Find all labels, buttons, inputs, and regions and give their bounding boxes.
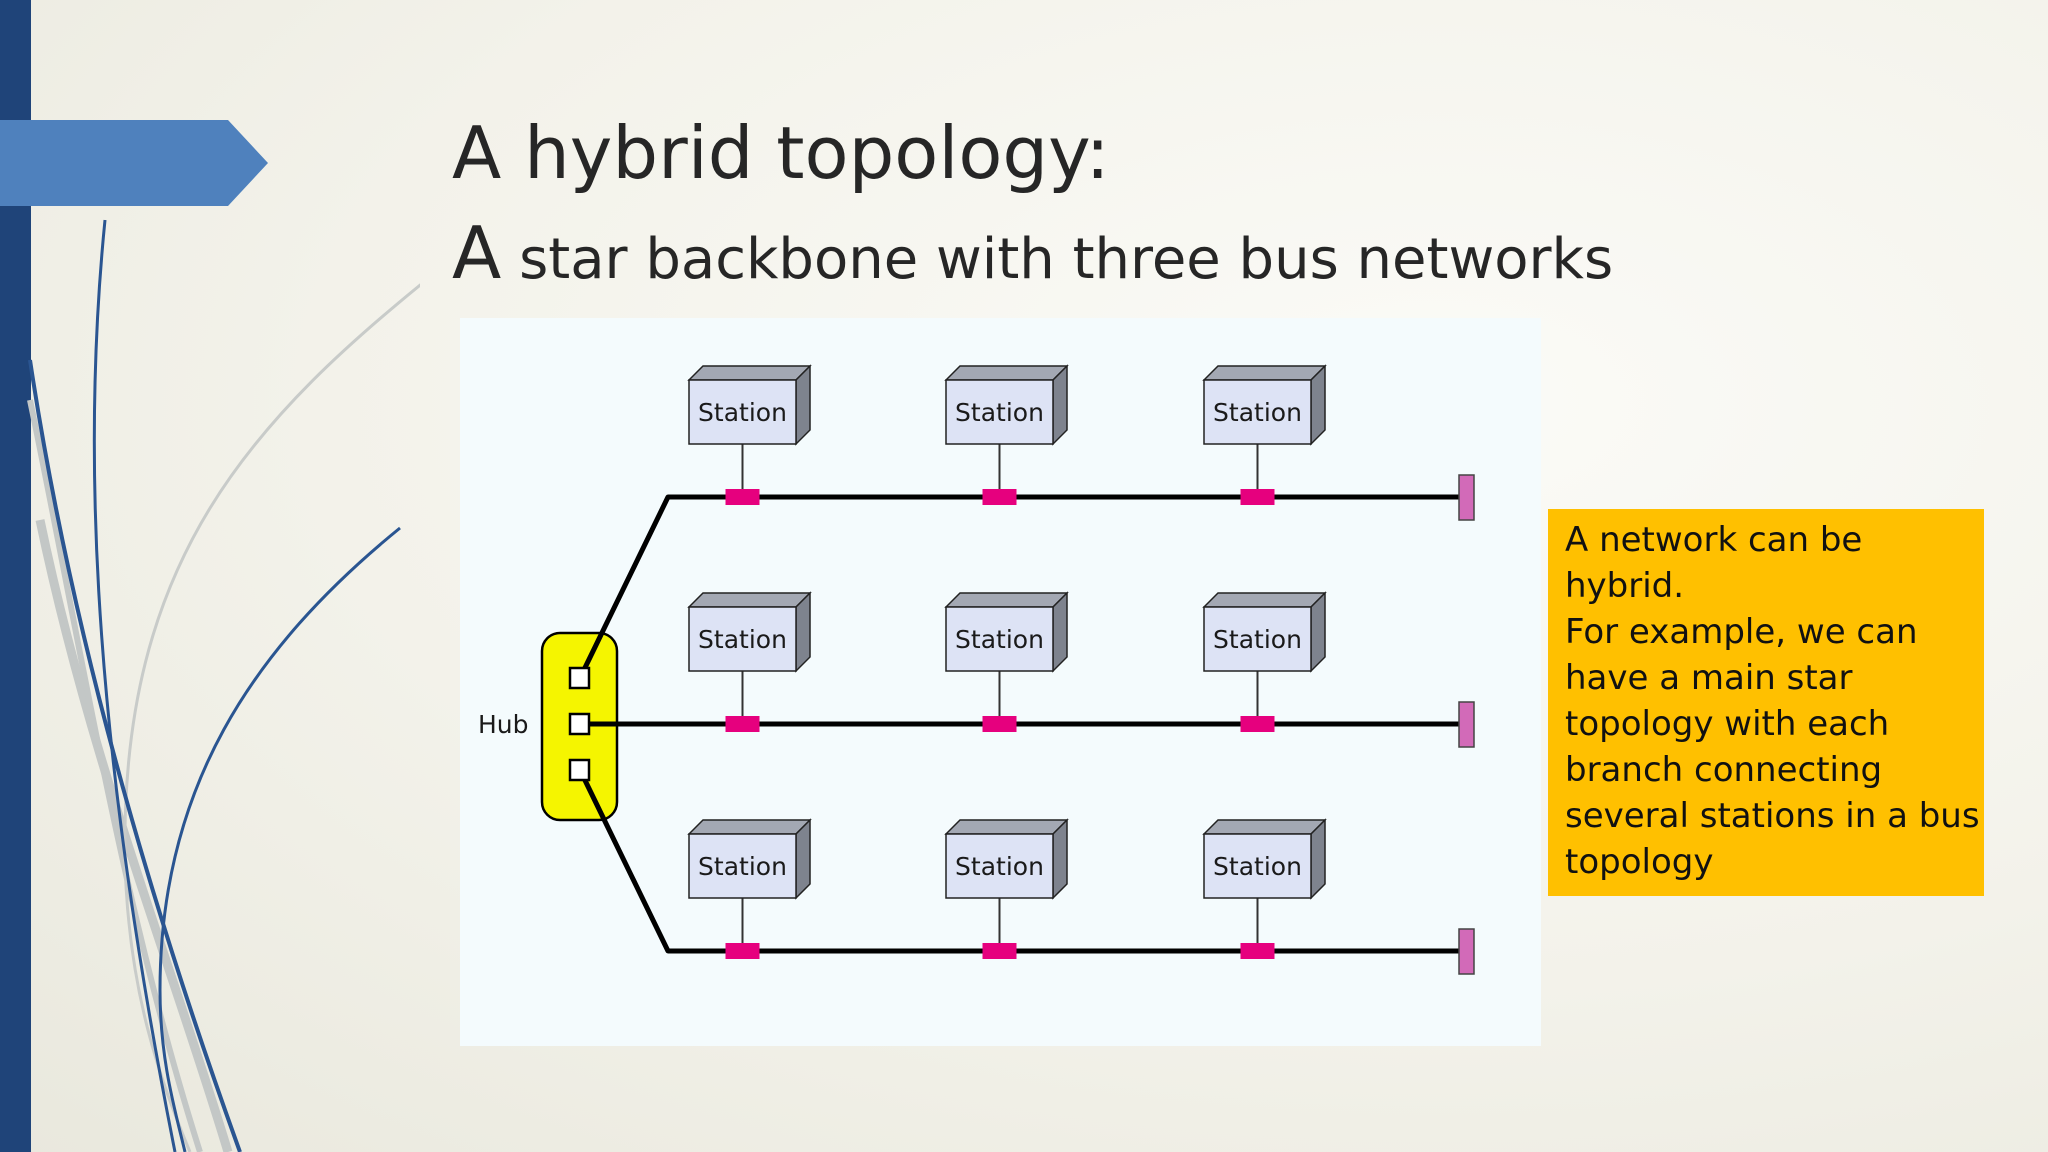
station-top-face: [687, 819, 812, 835]
station-box: [1203, 833, 1312, 899]
station-side-face: [795, 364, 811, 446]
station-label: Station: [955, 398, 1044, 427]
station-side-face: [1310, 818, 1326, 900]
station-top-face: [944, 365, 1069, 381]
note-line: topology with each: [1565, 704, 1890, 744]
station-label: Station: [698, 852, 787, 881]
station-side-face: [1052, 364, 1068, 446]
slide-title: A hybrid topology:: [452, 111, 1110, 195]
note-line: A network can be: [1565, 520, 1863, 560]
station-side-face: [1052, 591, 1068, 673]
note-line: topology: [1565, 842, 1714, 882]
station-box: [1203, 606, 1312, 672]
note-line: branch connecting: [1565, 750, 1883, 790]
bus-tap: [1240, 716, 1275, 732]
station-top-face: [1202, 365, 1327, 381]
station-label: Station: [1213, 852, 1302, 881]
station-label: Station: [698, 398, 787, 427]
bus-terminator: [1458, 701, 1475, 748]
station-box: [1203, 379, 1312, 445]
subtitle-initial: A: [452, 211, 502, 295]
hub-port: [568, 666, 591, 690]
decorative-curves: [27, 219, 420, 1152]
station-top-face: [944, 819, 1069, 835]
station-top-face: [687, 592, 812, 608]
station-side-face: [1310, 364, 1326, 446]
station-label: Station: [1213, 398, 1302, 427]
station-box: [945, 379, 1054, 445]
bus-cable-top: [577, 494, 1465, 680]
note-line: For example, we can: [1565, 612, 1918, 652]
hub-label: Hub: [478, 710, 529, 739]
bus-terminator: [1458, 928, 1475, 975]
station-side-face: [1310, 591, 1326, 673]
bus-tap: [1240, 489, 1275, 505]
note-line: have a main star: [1565, 658, 1853, 698]
station-top-face: [1202, 819, 1327, 835]
hub-port: [568, 758, 591, 782]
note-box: A network can be hybrid. For example, we…: [1548, 509, 1984, 896]
station-label: Station: [1213, 625, 1302, 654]
bus-tap: [982, 943, 1017, 959]
station-box: [688, 606, 797, 672]
bus-terminator: [1458, 474, 1475, 521]
hub-port: [568, 712, 591, 736]
bus-tap: [982, 716, 1017, 732]
station-top-face: [687, 365, 812, 381]
station-box: [688, 833, 797, 899]
note-line: several stations in a bus: [1565, 796, 1980, 836]
slide-subtitle: A star backbone with three bus networks: [452, 212, 1613, 295]
note-line: hybrid.: [1565, 566, 1685, 606]
bus-cable-bottom: [577, 768, 1465, 954]
station-side-face: [795, 591, 811, 673]
station-top-face: [944, 592, 1069, 608]
station-top-face: [1202, 592, 1327, 608]
subtitle-text: star backbone with three bus networks: [501, 227, 1614, 292]
station-side-face: [1052, 818, 1068, 900]
station-box: [945, 606, 1054, 672]
arrow-banner: [0, 120, 268, 206]
bus-tap: [725, 943, 760, 959]
station-label: Station: [955, 625, 1044, 654]
bus-tap: [1240, 943, 1275, 959]
station-side-face: [795, 818, 811, 900]
bus-tap: [725, 489, 760, 505]
station-label: Station: [955, 852, 1044, 881]
station-box: [688, 379, 797, 445]
bus-tap: [725, 716, 760, 732]
station-label: Station: [698, 625, 787, 654]
bus-tap: [982, 489, 1017, 505]
station-box: [945, 833, 1054, 899]
